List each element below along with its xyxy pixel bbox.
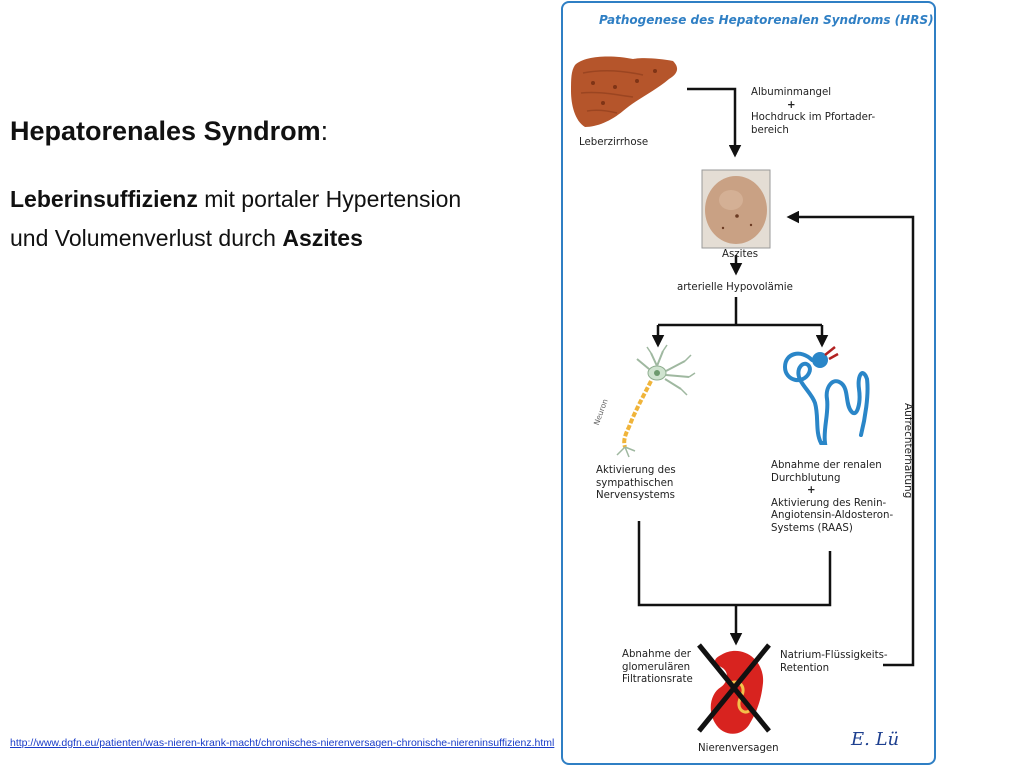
- slide-title: Hepatorenales Syndrom:: [10, 116, 328, 147]
- renal-line-3: Aktivierung des Renin-: [771, 497, 887, 509]
- cause-line-1: Albuminmangel: [751, 87, 832, 98]
- sodium-label: Natrium-Flüssigkeits- Retention: [780, 650, 888, 675]
- renal-line-5: Systems (RAAS): [771, 522, 853, 534]
- cause-line-2: Hochdruck im Pfortader-: [751, 112, 876, 123]
- gfr-line-1: Abnahme der: [622, 649, 691, 660]
- sodium-line-2: Retention: [780, 662, 830, 674]
- feedback-arrow: [786, 210, 915, 667]
- sympathetic-line-2: sympathischen: [596, 477, 674, 489]
- ascites-label: Aszites: [722, 249, 759, 260]
- body-line-2-start: und Volumenverlust durch: [10, 225, 283, 251]
- body-line-2-bold: Aszites: [282, 225, 363, 251]
- merge-lines: [637, 521, 832, 607]
- body-line-2: und Volumenverlust durch Aszites: [10, 225, 363, 252]
- sympathetic-line-1: Aktivierung des: [596, 465, 676, 476]
- slide-title-bold: Hepatorenales Syndrom: [10, 116, 321, 146]
- source-link[interactable]: http://www.dgfn.eu/patienten/was-nieren-…: [10, 737, 555, 749]
- cause-line-3: bereich: [751, 124, 789, 136]
- renal-plus: +: [807, 485, 816, 496]
- diagram-panel: Pathogenese des Hepatorenalen Syndroms (…: [561, 1, 936, 765]
- sodium-line-1: Natrium-Flüssigkeits-: [780, 650, 888, 661]
- renal-line-2: Durchblutung: [771, 472, 841, 484]
- arrow-liver-to-ascites: [687, 87, 742, 158]
- gfr-line-2: glomerulären: [622, 661, 691, 673]
- slide-title-suffix: :: [320, 116, 329, 146]
- nephron-image: [782, 346, 870, 445]
- ascites-image: [701, 169, 771, 249]
- kidney-cross-2: [697, 643, 771, 733]
- cause-plus: +: [787, 99, 796, 111]
- sympathetic-label: Aktivierung des sympathischen Nervensyst…: [596, 465, 676, 503]
- sympathetic-line-3: Nervensystems: [596, 490, 675, 501]
- feedback-label: Aufrechterhaltung: [902, 403, 914, 499]
- liver-image: [571, 56, 678, 127]
- diagram-graphics: [571, 56, 915, 734]
- failure-label: Nierenversagen: [698, 743, 779, 754]
- gfr-line-3: Filtrationsrate: [622, 674, 693, 685]
- hypovolemia-label: arterielle Hypovolämie: [677, 282, 793, 293]
- liver-label: Leberzirrhose: [579, 137, 649, 148]
- body-line-1-bold: Leberinsuffizienz: [10, 186, 198, 212]
- cause-label: Albuminmangel + Hochdruck im Pfortader- …: [751, 87, 875, 137]
- renal-line-4: Angiotensin-Aldosteron-: [771, 510, 894, 521]
- renal-line-1: Abnahme der renalen: [771, 460, 882, 471]
- renal-label: Abnahme der renalen Durchblutung + Aktiv…: [771, 460, 893, 535]
- body-line-1-rest: mit portaler Hypertension: [197, 186, 462, 212]
- diagram-title: Pathogenese des Hepatorenalen Syndroms (…: [599, 13, 934, 27]
- neuron-image: [616, 344, 696, 458]
- gfr-label: Abnahme der glomerulären Filtrationsrate: [622, 649, 693, 687]
- signature: E. Lü: [851, 729, 900, 750]
- body-line-1: Leberinsuffizienz mit portaler Hypertens…: [10, 186, 461, 213]
